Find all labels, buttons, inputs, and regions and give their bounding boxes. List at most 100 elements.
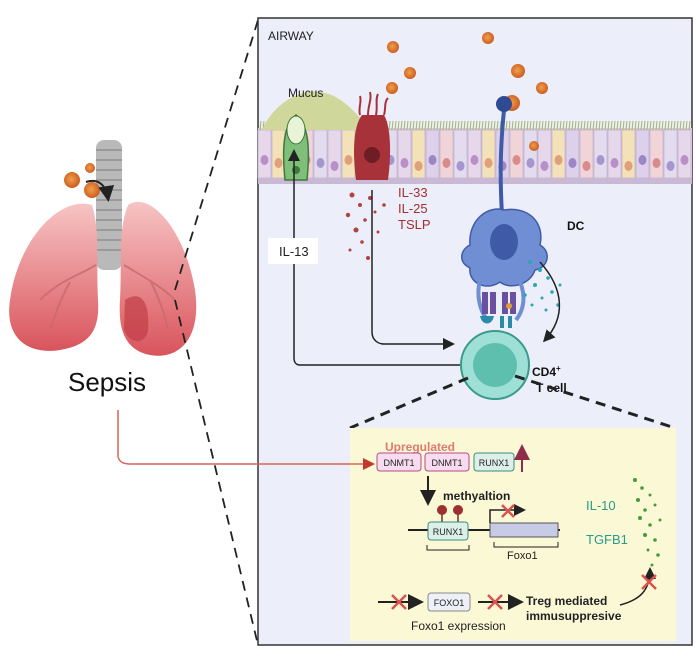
cilium [619,120,622,131]
methyl-group-icon [453,505,463,515]
cell-nucleus [316,158,325,168]
foxo1-expression-label: Foxo1 expression [411,619,506,633]
dc-label: DC [567,219,585,233]
cilium [622,120,625,131]
runx1-box [473,452,515,472]
il13-label: IL-13 [279,244,309,259]
epithelial-cell [565,129,580,179]
cell-nucleus [400,158,409,168]
dendritic-cell [461,96,548,322]
cell-nucleus [414,161,423,171]
epithelial-cell [649,129,664,179]
methyl-group-icon [437,505,447,515]
cell-nucleus [624,161,633,171]
cell-nucleus [582,161,591,171]
cilium [388,120,391,131]
cell-nucleus [554,155,563,165]
cilium [688,120,691,131]
cell-nucleus [652,158,661,168]
epithelial-cell [593,129,608,179]
cilium [520,120,523,131]
cell-nucleus [568,158,577,168]
cilium [568,120,571,131]
cilium [394,120,397,131]
dnmt1-box-2 [424,452,470,472]
cilium [685,120,688,131]
cilium [481,120,484,131]
cilium [496,120,499,131]
cilium [400,120,403,131]
cilium [421,120,424,131]
cell-nucleus [344,155,353,165]
cilium [445,120,448,131]
cilium [655,120,658,131]
treg-label-line2: immusuppresive [526,609,622,623]
cell-nucleus [428,155,437,165]
cilium [460,120,463,131]
cell-nucleus [470,155,479,165]
cilium [550,120,553,131]
cilium [472,120,475,131]
runx1-box-label: RUNX1 [479,458,510,468]
cell-nucleus [666,161,675,171]
cilium [505,120,508,131]
dc-to-tcell-arrow [539,261,561,343]
epithelial-cell [397,129,412,179]
epithelial-cell [523,129,538,179]
cilium [529,120,532,131]
cell-nucleus [638,155,647,165]
cilium [478,120,481,131]
cilium [583,120,586,131]
cilium [625,120,628,131]
cilium [577,120,580,131]
cilium [643,120,646,131]
cilium [430,120,433,131]
cilium [559,120,562,131]
dnmt1-box-1 [376,452,422,472]
cilium [409,120,412,131]
cell-nucleus [680,155,689,165]
cytokine-tslp: TSLP [398,217,431,232]
epithelial-cell [551,129,566,179]
cilium [541,120,544,131]
cell-nucleus [274,158,283,168]
block-x-icon [641,574,657,590]
cilium [511,120,514,131]
cilium [595,120,598,131]
cilium [649,120,652,131]
gene-locus [408,504,560,551]
cilium [607,120,610,131]
cilium [490,120,493,131]
cd4-superscript: + [556,364,561,373]
cilium [673,120,676,131]
cell-nucleus [484,158,493,168]
cell-nucleus [260,155,269,165]
injured-epithelial-cell [354,91,391,180]
cilium [412,120,415,131]
cilium [427,120,430,131]
sepsis-label: Sepsis [68,367,146,397]
cytokine-il33: IL-33 [398,185,428,200]
cytokine-to-tcell-arrow [371,190,455,350]
tcr-mhc-receptors [480,292,516,328]
epithelial-cell [313,129,328,179]
foxo1-gene-label: Foxo1 [507,550,538,562]
cd4-label-group: CD4+ [532,364,561,379]
cilium [532,120,535,131]
cilium [562,120,565,131]
cilium [637,120,640,131]
block-x-icon [487,594,503,610]
il10-label: IL-10 [586,498,616,513]
cilium [487,120,490,131]
cilium [640,120,643,131]
cilium [448,120,451,131]
epithelial-cell [677,129,692,179]
cilium [457,120,460,131]
methylation-label: methyaltion [443,489,510,503]
epithelial-cell [425,129,440,179]
epithelial-cell [509,129,524,179]
cilium [667,120,670,131]
il13-arrow [288,149,460,366]
zoom-line-top [174,19,259,291]
cilium [418,120,421,131]
